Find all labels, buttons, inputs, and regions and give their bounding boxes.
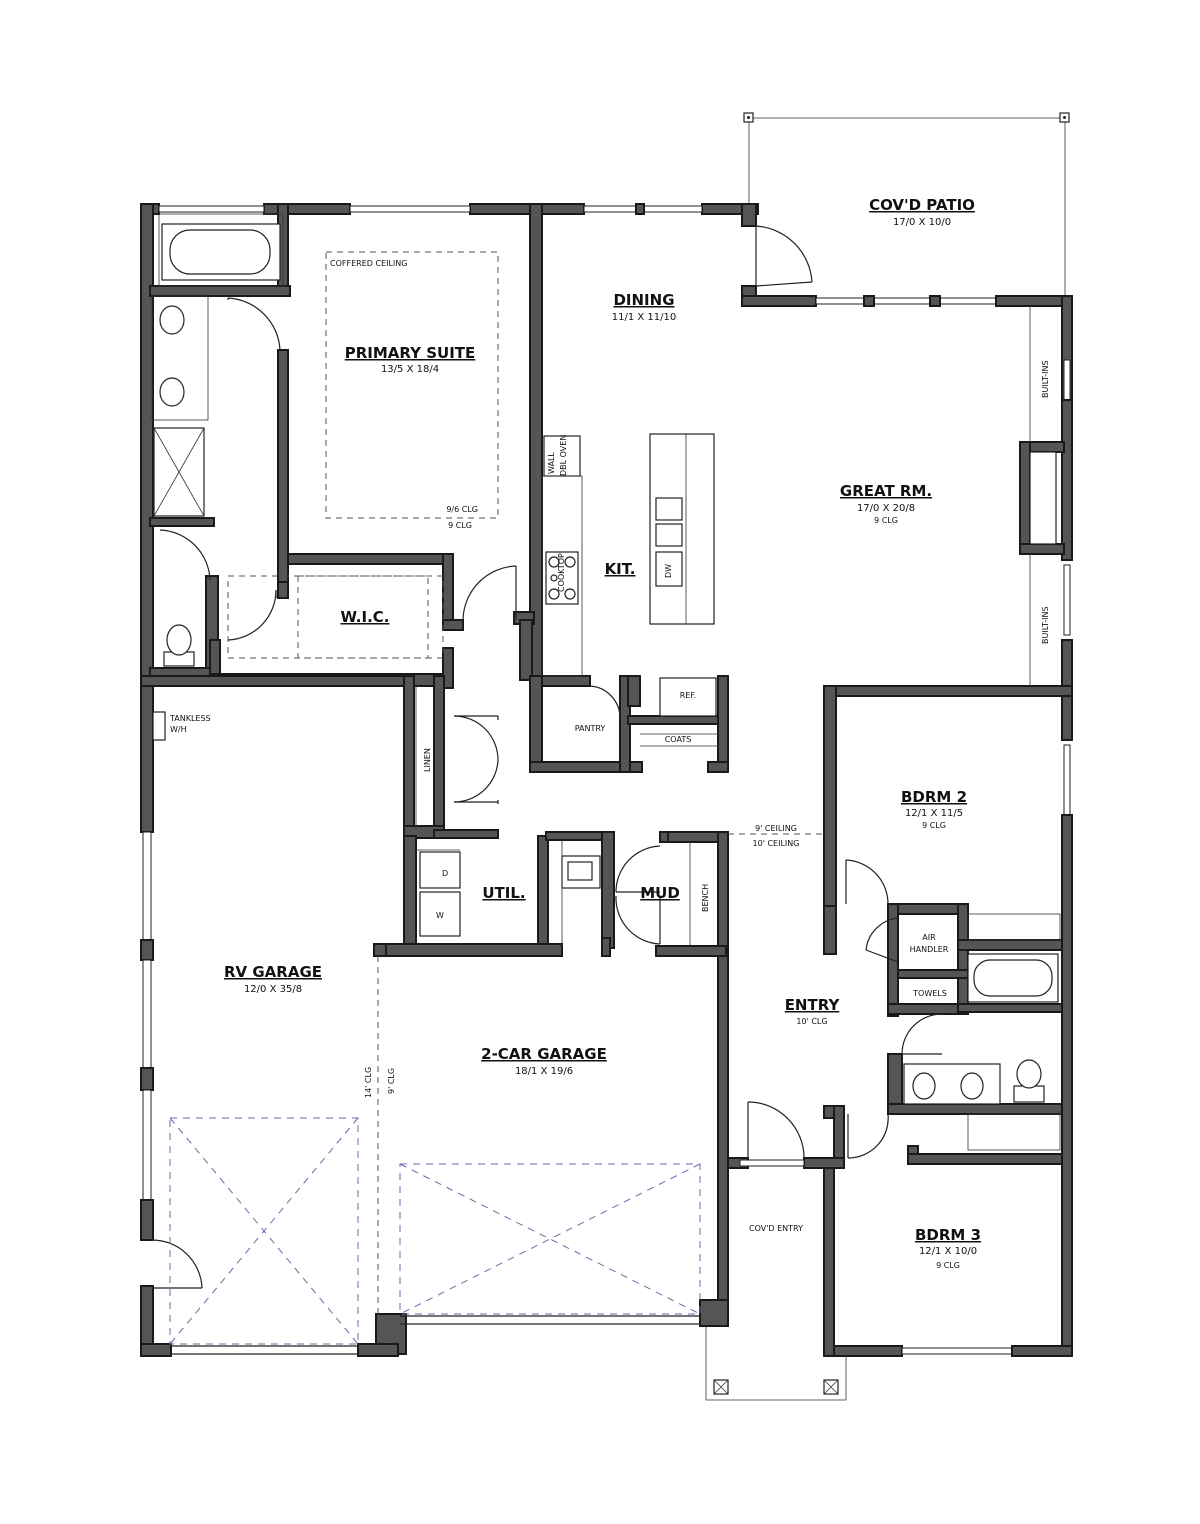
entry-clg: 10' CLG bbox=[796, 1017, 827, 1026]
clg14-note: 14' CLG bbox=[364, 1067, 373, 1098]
bench-note: BENCH bbox=[701, 884, 710, 912]
rv-name: RV GARAGE bbox=[224, 963, 322, 981]
wall-oven-note-1: WALL bbox=[547, 452, 556, 474]
util-name: UTIL. bbox=[482, 884, 525, 902]
builtins-note-1: BUILT-INS bbox=[1041, 360, 1050, 398]
covd-entry-note: COV'D ENTRY bbox=[749, 1224, 803, 1233]
clg96-note: 9/6 CLG bbox=[446, 505, 478, 514]
fixtures bbox=[151, 213, 1065, 1401]
wall-oven-note-2: DBL OVEN bbox=[559, 435, 568, 476]
washer-note: W bbox=[436, 911, 444, 920]
primary-dims: 13/5 X 18/4 bbox=[381, 364, 439, 375]
interior-walls bbox=[140, 203, 1073, 1165]
entry-name: ENTRY bbox=[785, 996, 841, 1014]
cooktop-note: COOKTOP bbox=[557, 553, 566, 592]
garage2-name: 2-CAR GARAGE bbox=[481, 1045, 607, 1063]
tankless-note-2: W/H bbox=[170, 725, 187, 734]
bdrm2-clg: 9 CLG bbox=[922, 821, 946, 830]
primary-name: PRIMARY SUITE bbox=[345, 344, 476, 362]
dining-name: DINING bbox=[613, 291, 674, 309]
rv-dims: 12/0 X 35/8 bbox=[244, 984, 302, 995]
air-handler-note-2: HANDLER bbox=[910, 945, 949, 954]
great-name: GREAT RM. bbox=[840, 482, 932, 500]
ref-note: REF. bbox=[680, 691, 696, 700]
dw-note: DW bbox=[664, 564, 673, 578]
builtins-note-2: BUILT-INS bbox=[1041, 606, 1050, 644]
clg9-garage-note: 9' CLG bbox=[387, 1068, 396, 1094]
bdrm3-clg: 9 CLG bbox=[936, 1261, 960, 1270]
great-clg: 9 CLG bbox=[874, 516, 898, 525]
towels-note: TOWELS bbox=[912, 989, 947, 998]
bdrm2-dims: 12/1 X 11/5 bbox=[905, 808, 963, 819]
ceiling9-note: 9' CEILING bbox=[755, 824, 797, 833]
kit-name: KIT. bbox=[605, 560, 636, 578]
mud-name: MUD bbox=[640, 884, 680, 902]
patio-outline bbox=[743, 112, 1070, 298]
pantry-note: PANTRY bbox=[575, 724, 606, 733]
dryer-note: D bbox=[442, 869, 448, 878]
room-labels: COV'D PATIO 17/0 X 10/0 DINING 11/1 X 11… bbox=[224, 196, 981, 1270]
patio-name: COV'D PATIO bbox=[869, 196, 975, 214]
bdrm3-name: BDRM 3 bbox=[915, 1226, 981, 1244]
door-swings bbox=[151, 225, 943, 1289]
great-dims: 17/0 X 20/8 bbox=[857, 503, 915, 514]
coffered-ceiling-note: COFFERED CEILING bbox=[330, 259, 407, 268]
bdrm2-name: BDRM 2 bbox=[901, 788, 967, 806]
air-handler-note-1: AIR bbox=[922, 933, 936, 942]
ceiling10-note: 10' CEILING bbox=[753, 839, 800, 848]
wic-name: W.I.C. bbox=[340, 608, 389, 626]
clg9-note: 9 CLG bbox=[448, 521, 472, 530]
tankless-note-1: TANKLESS bbox=[169, 714, 211, 723]
bdrm3-dims: 12/1 X 10/0 bbox=[919, 1246, 977, 1257]
plan-notes: COFFERED CEILING 9/6 CLG 9 CLG WALL DBL … bbox=[169, 259, 1050, 1233]
patio-dims: 17/0 X 10/0 bbox=[893, 217, 951, 228]
coats-note: COATS bbox=[665, 735, 692, 744]
garage2-dims: 18/1 X 19/6 bbox=[515, 1066, 573, 1077]
dining-dims: 11/1 X 11/10 bbox=[612, 312, 676, 323]
linen-note: LINEN bbox=[423, 748, 432, 772]
